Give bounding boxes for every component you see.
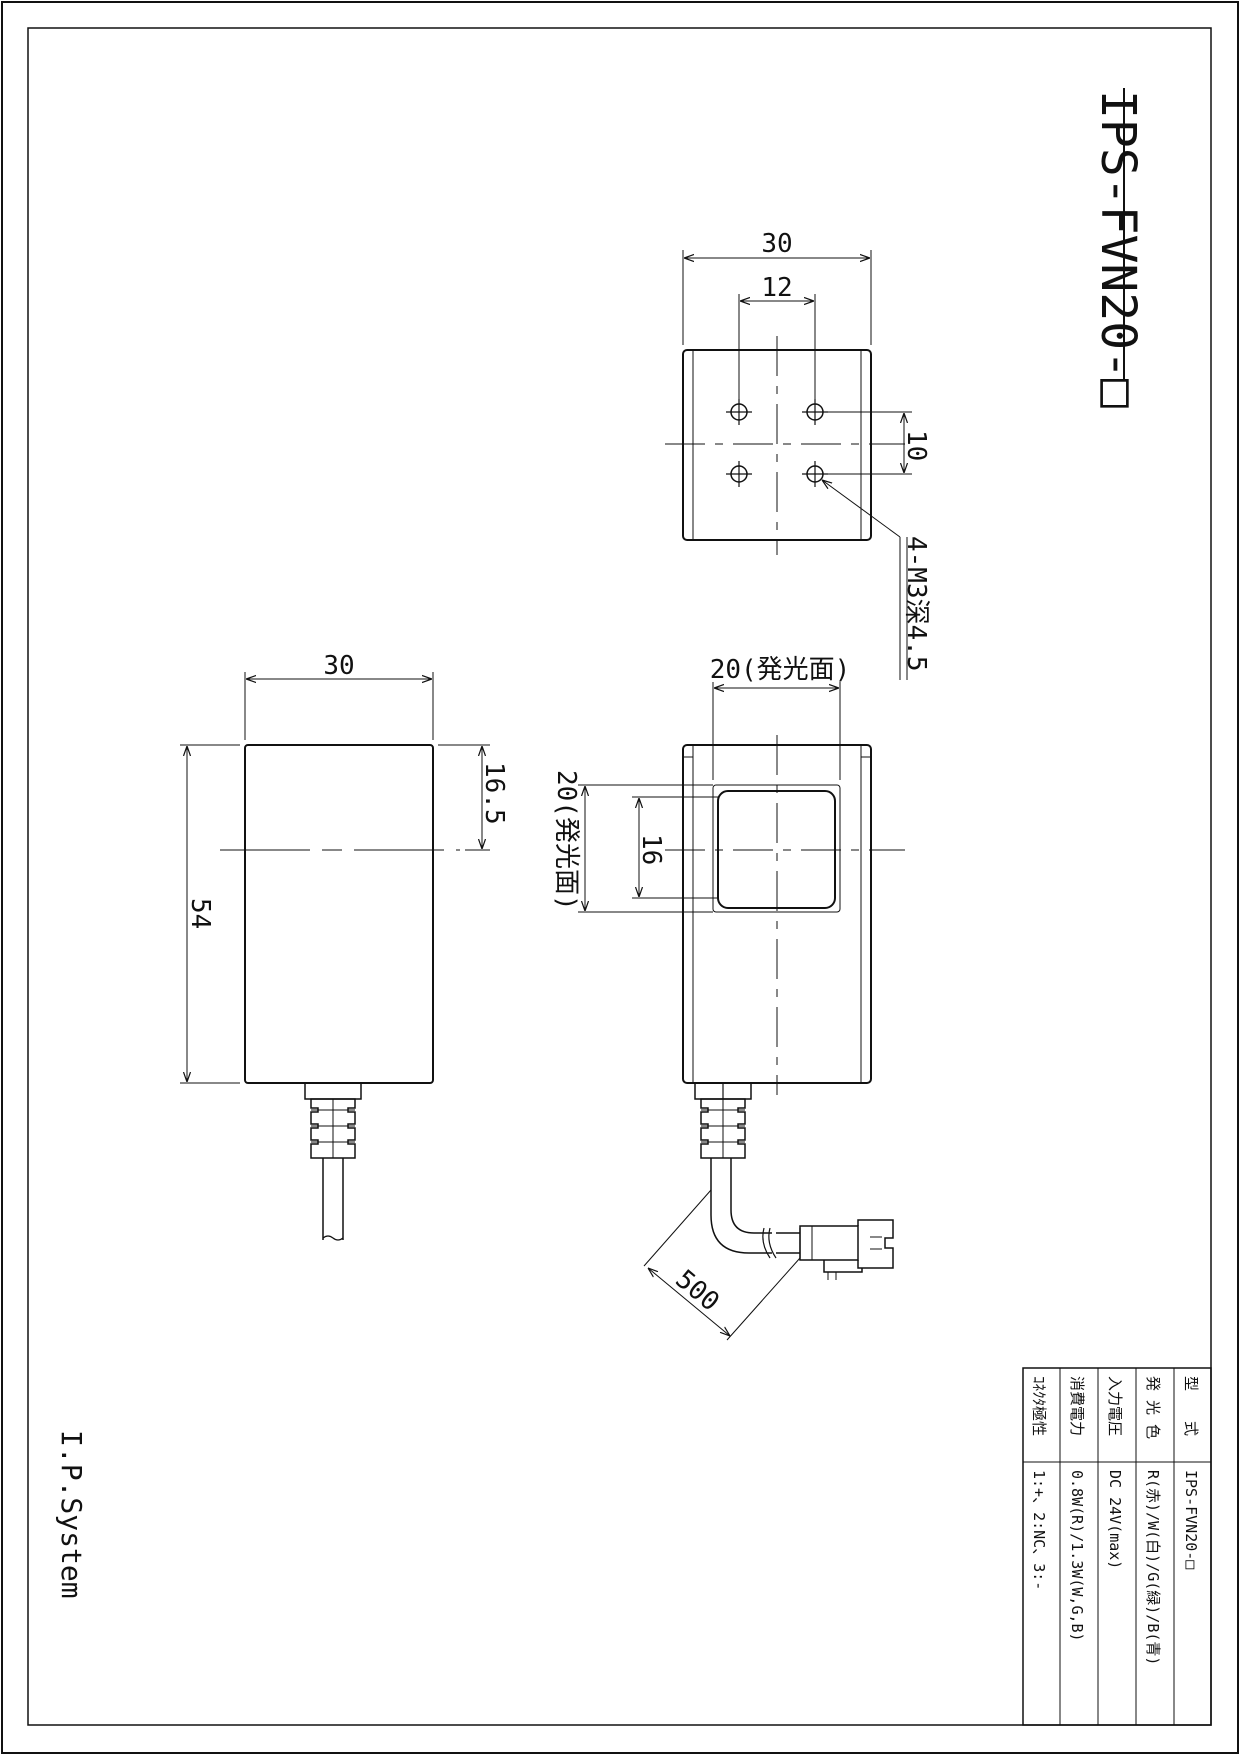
spec-label: 消費電力 — [1068, 1376, 1086, 1436]
dim-emit-width: 20(発光面) — [710, 655, 851, 685]
spec-value: R(赤)/W(白)/G(緑)/B(青) — [1144, 1470, 1162, 1665]
spec-row: 発 光 色 R(赤)/W(白)/G(緑)/B(青) — [1144, 1376, 1162, 1665]
brand-name: I.P.System — [55, 1430, 88, 1599]
cable-strain-relief — [694, 1082, 752, 1159]
side-strain-relief — [304, 1082, 362, 1159]
dim-line-cable-length — [648, 1268, 730, 1336]
front-view: 20(発光面) 20(発光面) 16 — [551, 655, 905, 1341]
spec-value: 1:+、2:NC、3:- — [1030, 1470, 1048, 1590]
dim-side-offset: 16.5 — [479, 762, 509, 825]
spec-label: ｺﾈｸﾀ極性 — [1030, 1376, 1048, 1436]
spec-row: 入力電圧 DC 24V(max) — [1106, 1376, 1124, 1569]
top-view: 30 12 10 4-M3深4.5 — [665, 229, 931, 680]
spec-table-frame — [1022, 1367, 1212, 1726]
spec-table: 型 式 IPS-FVN20-□ 発 光 色 R(赤)/W(白)/G(緑)/B(青… — [1022, 1367, 1212, 1726]
spec-value: DC 24V(max) — [1106, 1470, 1124, 1569]
mount-hole — [726, 461, 752, 487]
dim-hole-pitch-y: 10 — [901, 430, 931, 461]
spec-value: IPS-FVN20-□ — [1182, 1470, 1200, 1569]
spec-row: 型 式 IPS-FVN20-□ — [1182, 1376, 1200, 1569]
dim-cable-length: 500 — [670, 1264, 725, 1317]
spec-label: 型 式 — [1182, 1376, 1200, 1436]
spec-value: 0.8W(R)/1.3W(W,G,B) — [1068, 1470, 1086, 1642]
spec-label: 入力電圧 — [1106, 1376, 1124, 1436]
side-view-body — [244, 744, 434, 1084]
spec-row: 消費電力 0.8W(R)/1.3W(W,G,B) — [1068, 1376, 1086, 1642]
drawing-title: IPS-FVN20-□ — [1090, 90, 1146, 408]
dim-side-width: 30 — [323, 651, 354, 681]
inner-border — [27, 27, 1212, 1726]
dim-top-width: 30 — [761, 229, 792, 259]
title-block: IPS-FVN20-□ — [1090, 88, 1146, 408]
dim-emit-height: 20(発光面) — [551, 770, 581, 911]
dim-window: 16 — [636, 834, 666, 865]
dim-hole-pitch-x: 12 — [761, 273, 792, 303]
spec-row: ｺﾈｸﾀ極性 1:+、2:NC、3:- — [1030, 1376, 1048, 1590]
side-cable — [322, 1158, 344, 1241]
connector — [799, 1219, 894, 1280]
dim-holes-callout: 4-M3深4.5 — [901, 536, 931, 672]
leader-line-holes — [822, 480, 901, 538]
side-view: 30 54 16.5 — [180, 651, 509, 1241]
spec-label: 発 光 色 — [1144, 1376, 1162, 1439]
dim-side-length: 54 — [185, 898, 215, 929]
cable — [710, 1158, 801, 1259]
